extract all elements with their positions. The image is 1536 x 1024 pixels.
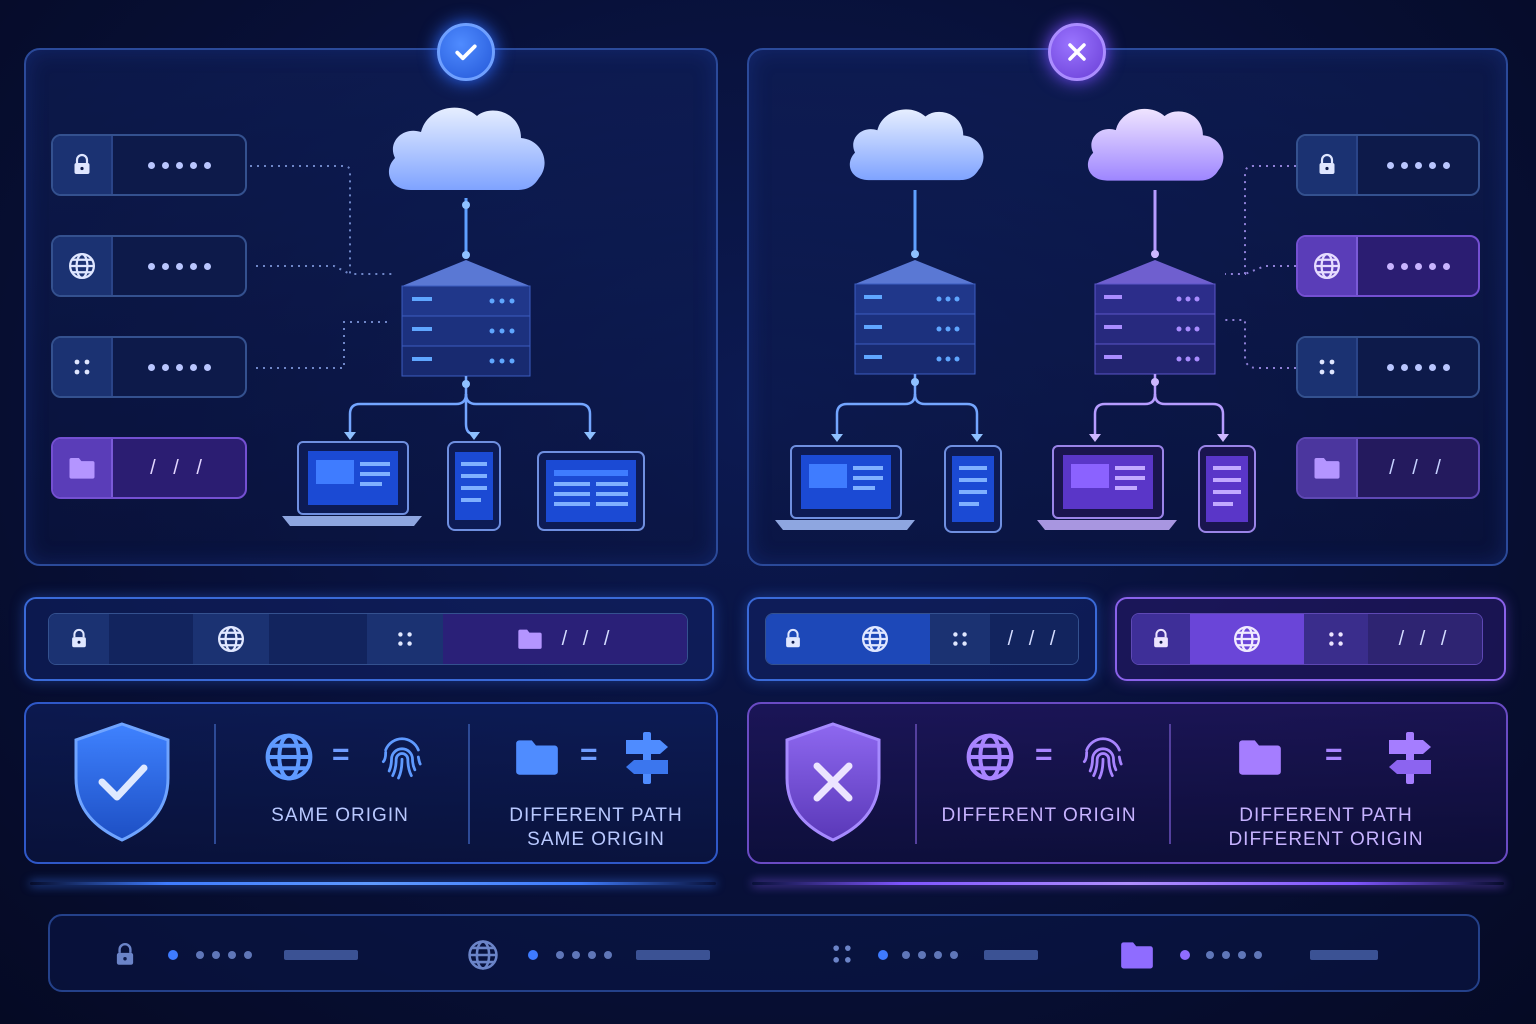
url-path-b: / / / — [1398, 627, 1452, 650]
url-input-left: / / / — [48, 613, 688, 665]
globe-icon — [860, 624, 890, 654]
path-field: / / / — [51, 437, 247, 499]
masked-value-dots — [147, 262, 211, 270]
lock-icon — [68, 628, 90, 650]
masked-value-dots — [1386, 262, 1450, 270]
phone-icon-violet — [1198, 445, 1256, 533]
scheme-value — [113, 136, 245, 194]
same-origin-network — [250, 107, 645, 531]
laptop-icon-violet — [1037, 445, 1177, 530]
globe-icon — [216, 624, 246, 654]
url-path-a: / / / — [1007, 627, 1061, 650]
url-bar-origin-b: / / / — [1115, 597, 1506, 681]
lock-icon — [112, 940, 138, 970]
server-icon — [854, 260, 976, 375]
globe-icon — [963, 730, 1017, 784]
phone-icon — [447, 441, 501, 531]
legend-bar — [48, 914, 1480, 992]
folder-icon — [516, 625, 544, 653]
laptop-icon — [282, 441, 422, 526]
folder-icon — [1118, 936, 1156, 974]
divider-glow-blue — [30, 882, 716, 885]
equals-sign: = — [1325, 738, 1343, 771]
port-dots-icon — [394, 628, 416, 650]
path-field-right: / / / — [1296, 437, 1480, 499]
cloud-icon-violet — [1087, 108, 1224, 181]
scheme-field — [51, 134, 247, 196]
port-value — [113, 338, 245, 396]
signpost-icon — [1389, 732, 1431, 784]
signpost-icon — [626, 732, 668, 784]
port-field — [51, 336, 247, 398]
phone-icon — [944, 445, 1002, 533]
host-value-right — [1358, 237, 1478, 295]
same-origin-summary: = SAME ORIGIN = DIFFERENT PATH SAME ORIG… — [24, 702, 718, 864]
shield-x-icon — [785, 722, 881, 842]
check-icon — [437, 23, 495, 81]
server-icon-violet — [1094, 260, 1216, 375]
server-icon — [401, 260, 531, 377]
host-field — [51, 235, 247, 297]
masked-value-dots — [1386, 363, 1450, 371]
divider-glow-violet — [752, 882, 1504, 885]
globe-icon — [1232, 624, 1262, 654]
fingerprint-icon — [381, 737, 422, 780]
path-value: / / / — [150, 456, 208, 479]
folder-icon — [1235, 732, 1285, 782]
path-label-right-line2: DIFFERENT ORIGIN — [1228, 829, 1424, 850]
host-field-right — [1296, 235, 1480, 297]
path-value-right: / / / — [1389, 456, 1447, 479]
fingerprint-icon — [1082, 737, 1123, 780]
cloud-icon — [849, 109, 984, 181]
masked-value-dots — [147, 161, 211, 169]
scheme-value-right — [1358, 136, 1478, 194]
port-dots-icon — [828, 940, 856, 968]
port-dots-icon — [949, 628, 971, 650]
equals-sign: = — [332, 738, 350, 771]
masked-value-dots — [1386, 161, 1450, 169]
path-label-line1: DIFFERENT PATH — [509, 805, 683, 826]
laptop-icon — [775, 445, 915, 530]
lock-icon — [1150, 628, 1172, 650]
url-input-b: / / / — [1131, 613, 1483, 665]
port-dots-icon — [1325, 628, 1347, 650]
scheme-field-right — [1296, 134, 1480, 196]
url-bar-origin-a: / / / — [747, 597, 1097, 681]
cloud-icon — [388, 107, 545, 190]
globe-icon — [262, 730, 316, 784]
different-origin-label: DIFFERENT ORIGIN — [941, 805, 1137, 826]
tablet-icon — [537, 451, 645, 531]
globe-icon — [466, 938, 500, 972]
folder-icon — [512, 732, 562, 782]
path-label: DIFFERENT PATH SAME ORIGIN — [496, 804, 696, 852]
path-label-line2: SAME ORIGIN — [527, 829, 665, 850]
path-label-right-line1: DIFFERENT PATH — [1239, 805, 1413, 826]
url-path-left: / / / — [561, 627, 615, 650]
url-input-a: / / / — [765, 613, 1079, 665]
port-value-right — [1358, 338, 1478, 396]
url-bar-same-origin: / / / — [24, 597, 714, 681]
lock-icon — [782, 628, 804, 650]
different-origin-summary: = DIFFERENT ORIGIN = DIFFERENT PATH DIFF… — [747, 702, 1508, 864]
port-field-right — [1296, 336, 1480, 398]
close-icon — [1048, 23, 1106, 81]
different-origin-network — [775, 108, 1296, 533]
same-origin-label: SAME ORIGIN — [271, 805, 409, 826]
equals-sign: = — [580, 738, 598, 771]
shield-check-icon — [74, 722, 170, 842]
host-value — [113, 237, 245, 295]
path-label-right: DIFFERENT PATH DIFFERENT ORIGIN — [1215, 804, 1437, 852]
masked-value-dots — [147, 363, 211, 371]
equals-sign: = — [1035, 738, 1053, 771]
